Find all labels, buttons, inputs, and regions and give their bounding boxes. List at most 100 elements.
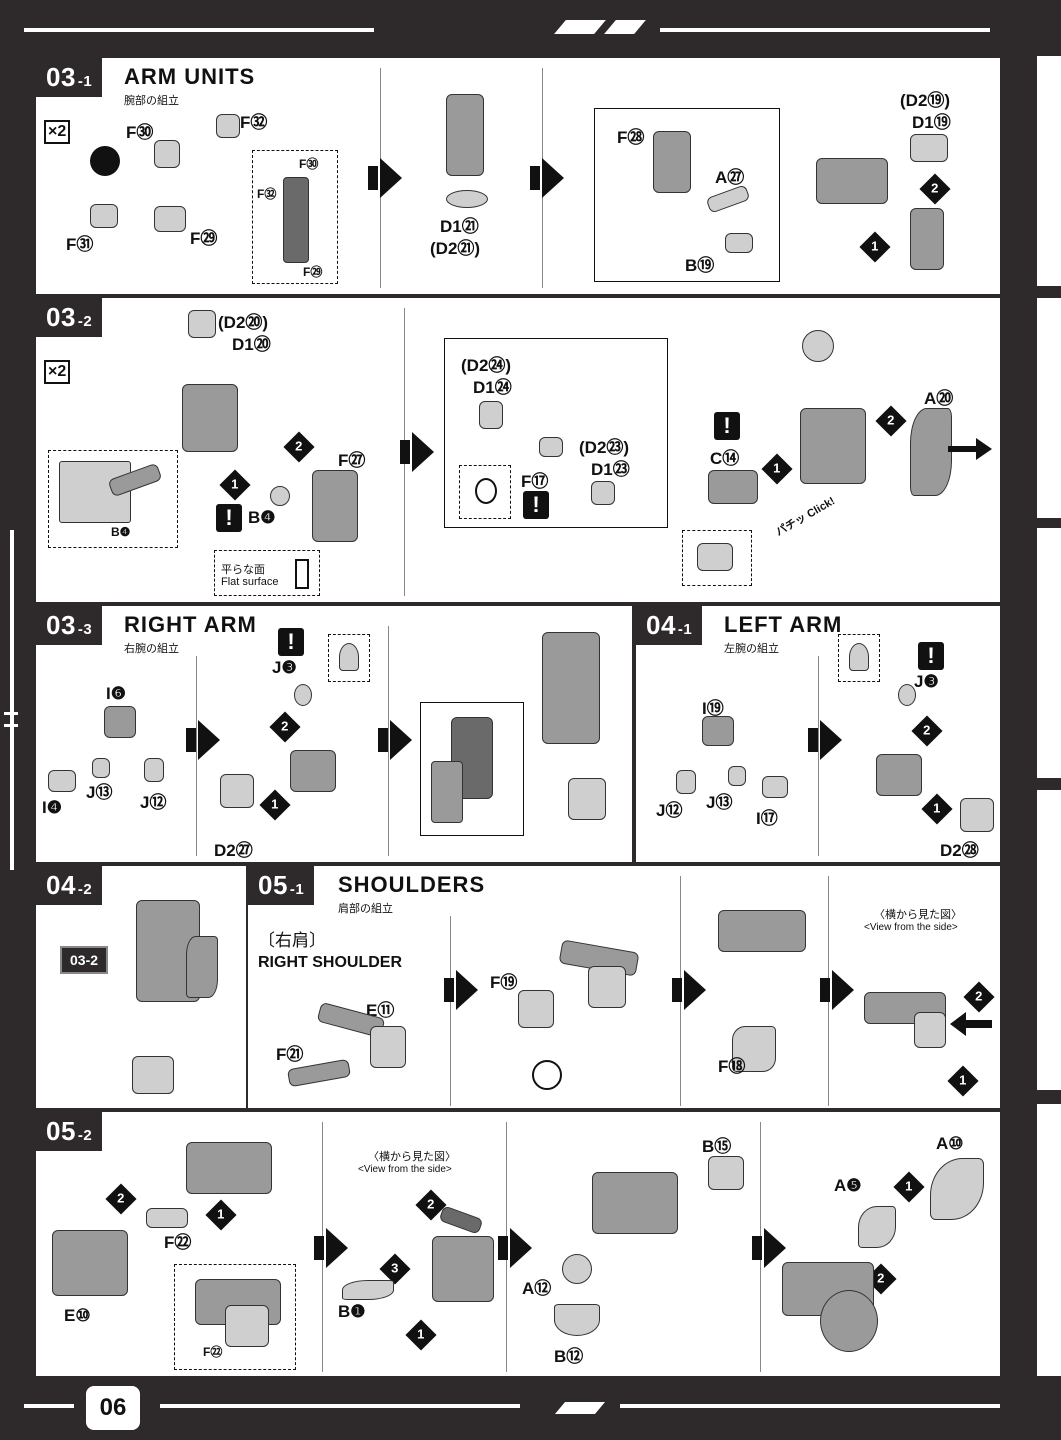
part-label: A⑳ <box>924 389 954 408</box>
step-03-3: 03-3 RIGHT ARM 右腕の組立 I❻ I❹ J⑬ J⑫ ! J❸ 2 … <box>34 604 634 864</box>
step-05-2: 05-2 2 1 F㉒ E⑩ F㉒ 〈横から見た図〉 <View from th… <box>34 1110 1002 1378</box>
part-shape <box>370 1026 406 1068</box>
part-shape <box>732 1026 776 1072</box>
frame-left-tick <box>4 724 18 727</box>
click-note: パチッ Click! <box>773 495 838 539</box>
step-title: RIGHT ARM <box>124 612 257 637</box>
step-number: 05-2 <box>36 1112 103 1151</box>
part-shape <box>52 1230 128 1296</box>
part-shape <box>132 1056 174 1094</box>
part-label: F㉑ <box>276 1045 304 1064</box>
part-label: B⑲ <box>685 256 715 275</box>
next-arrow <box>542 158 564 198</box>
part-label: A⑫ <box>522 1279 552 1298</box>
part-shape <box>431 761 463 823</box>
ring-icon <box>475 478 497 504</box>
flat-surface-callout: 平らな面 Flat surface <box>214 550 320 596</box>
part-shape <box>676 770 696 794</box>
part-label: J⑫ <box>140 793 167 812</box>
part-label: A⑩ <box>936 1134 964 1153</box>
detail-inset: (D2㉔) D1㉔ (D2㉓) D1㉓ F⑰ ! <box>444 338 668 528</box>
part-shape <box>446 190 488 208</box>
frame-bottom-line <box>24 1404 74 1408</box>
order-marker: 1 <box>405 1319 437 1351</box>
next-arrow-bar <box>368 166 378 190</box>
part-shape <box>898 684 916 706</box>
detail-inset <box>328 634 370 682</box>
detail-inset: B❹ <box>48 450 178 548</box>
next-arrow-bar <box>530 166 540 190</box>
side-label-jp: 〔右肩〕 <box>258 931 326 950</box>
step-subtitle-jp: 腕部の組立 <box>124 94 179 107</box>
part-shape <box>48 770 76 792</box>
next-arrow-bar <box>672 978 682 1002</box>
frame-stripe <box>554 1402 606 1414</box>
next-arrow-bar <box>314 1236 324 1260</box>
part-shape <box>910 134 948 162</box>
part-label: I❻ <box>106 684 126 703</box>
part-shape <box>154 206 186 232</box>
caution-icon: ! <box>523 491 549 519</box>
step-03-2: 03-2 ×2 (D2⑳) D1⑳ 2 F㉗ 1 ! B❹ B❹ 平らな面 Fl… <box>34 296 1002 604</box>
part-shape <box>910 208 944 270</box>
frame-top-line <box>660 28 990 32</box>
part-shape <box>146 1208 188 1228</box>
order-marker: 2 <box>911 715 943 747</box>
order-marker: 1 <box>859 231 891 263</box>
next-arrow <box>832 970 854 1010</box>
part-shape <box>270 486 290 506</box>
part-label: F㉙ <box>303 265 323 279</box>
part-shape <box>92 758 110 778</box>
next-arrow <box>380 158 402 198</box>
order-marker: 1 <box>259 789 291 821</box>
part-label: D1⑳ <box>232 335 271 354</box>
part-shape <box>800 408 866 484</box>
step-04-2: 04-2 03-2 <box>34 864 248 1110</box>
part-label: B⑫ <box>554 1347 584 1366</box>
part-label: B❹ <box>248 508 276 527</box>
seal-icon <box>90 146 120 176</box>
step-03-1: 03-1 ARM UNITS 腕部の組立 ×2 F㉚ F㉜ F㉛ F㉙ F㉚ F… <box>34 56 1002 296</box>
part-label: F㉙ <box>190 229 218 248</box>
part-shape <box>702 716 734 746</box>
prohibited-icon <box>532 1060 562 1090</box>
next-arrow-bar <box>400 440 410 464</box>
part-label: J⑫ <box>656 801 683 820</box>
pull-arrow <box>948 446 978 452</box>
step-number: 05-1 <box>248 866 315 905</box>
divider <box>818 656 819 856</box>
part-label: D1㉑ <box>440 217 479 236</box>
part-shape <box>591 481 615 505</box>
next-arrow <box>510 1228 532 1268</box>
part-shape <box>960 798 994 832</box>
next-arrow-bar <box>378 728 388 752</box>
reference-tag: 03-2 <box>60 946 109 974</box>
part-shape <box>188 310 216 338</box>
next-arrow <box>820 720 842 760</box>
order-marker: 1 <box>947 1065 979 1097</box>
next-arrow <box>456 970 478 1010</box>
callout-text-en: Flat surface <box>221 576 279 588</box>
part-shape <box>562 1254 592 1284</box>
part-shape <box>182 384 238 452</box>
part-shape <box>914 1012 946 1048</box>
part-shape <box>728 766 746 786</box>
next-arrow-bar <box>752 1236 762 1260</box>
part-shape <box>588 966 626 1008</box>
part-label: F㉜ <box>257 187 277 201</box>
view-note-en: <View from the side> <box>358 1164 452 1175</box>
step-05-1: 05-1 SHOULDERS 肩部の組立 〔右肩〕 RIGHT SHOULDER… <box>246 864 1002 1110</box>
step-title: SHOULDERS <box>338 872 486 897</box>
order-marker: 2 <box>283 431 315 463</box>
order-marker: 1 <box>219 469 251 501</box>
part-label: D1㉔ <box>473 378 512 397</box>
part-shape <box>653 131 691 193</box>
part-shape <box>225 1305 269 1347</box>
divider <box>196 656 197 856</box>
part-label: B❶ <box>338 1302 366 1321</box>
frame-stripe <box>604 20 646 34</box>
next-page-edge <box>1037 1104 1061 1376</box>
part-shape <box>697 543 733 571</box>
frame-bottom-line <box>620 1404 1000 1408</box>
step-title: LEFT ARM <box>724 612 843 637</box>
